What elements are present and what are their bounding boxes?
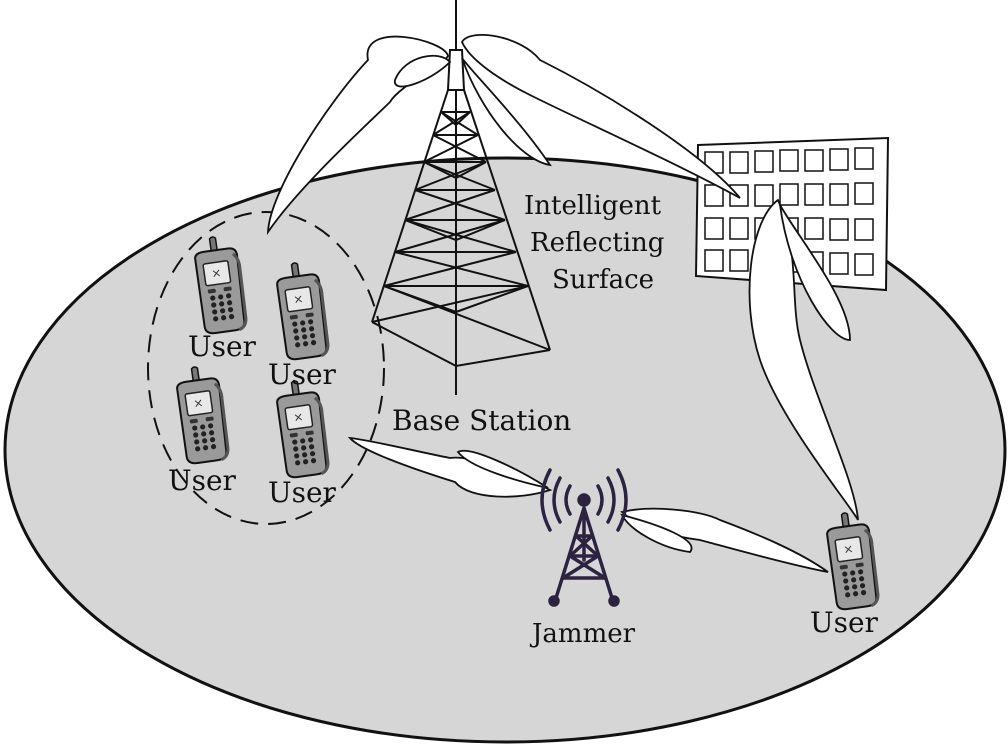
label-irs-line1: Intelligent	[524, 191, 662, 221]
cell-tower-icon	[371, 0, 551, 395]
label-user: User	[268, 358, 337, 391]
label-jammer: Jammer	[529, 619, 636, 649]
user-group-boundary	[147, 211, 385, 525]
beam-bs-to-users-sidelobe	[394, 54, 452, 88]
beam-jammer-to-users-sidelobe	[456, 449, 549, 489]
beam-bs-to-irs-sidelobe	[461, 57, 552, 167]
label-user: User	[268, 476, 337, 509]
label-user: User	[168, 464, 237, 497]
beam-group	[266, 34, 859, 573]
jammer-tower-icon	[540, 468, 628, 607]
label-irs-line3: Surface	[552, 265, 654, 295]
irs-panel-icon	[694, 136, 890, 292]
beam-bs-to-irs	[460, 34, 741, 199]
label-user: User	[810, 606, 879, 639]
label-irs-line2: Reflecting	[530, 228, 664, 258]
beam-irs-to-user	[748, 198, 859, 521]
label-base-station: Base Station	[392, 404, 571, 437]
beam-irs-to-user-sidelobe	[779, 204, 851, 341]
beam-jammer-to-user-sidelobe	[620, 513, 693, 553]
label-user: User	[188, 330, 257, 363]
